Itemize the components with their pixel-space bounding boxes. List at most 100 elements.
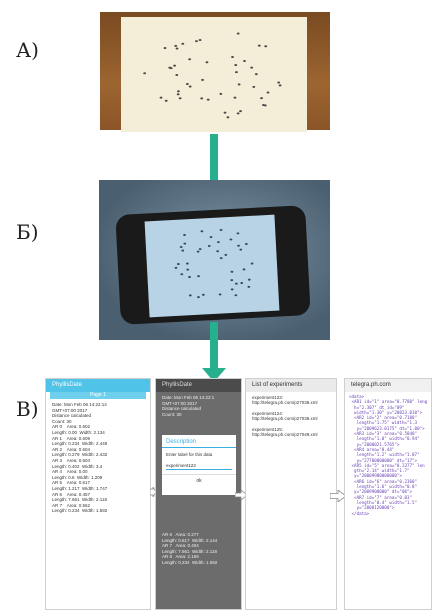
- seed-dot: [223, 111, 227, 114]
- app-screen-results: PhyllisDate Page 1 Date: Mon Feb 06 14:2…: [45, 378, 151, 610]
- seed-dot: [277, 81, 281, 84]
- description-dialog: Description Enter label for this data ex…: [162, 435, 236, 495]
- dialog-title: Description: [162, 435, 236, 448]
- xml-content: <data> <AR1 id="1" area="0.7780" leng h=…: [349, 394, 428, 516]
- seed-dot: [173, 64, 176, 67]
- seed-dot: [229, 238, 233, 241]
- seed-dot: [233, 96, 237, 99]
- seed-dot: [196, 250, 200, 253]
- seed-dot: [252, 85, 256, 88]
- ok-button[interactable]: ok: [162, 474, 236, 484]
- tab-page-1[interactable]: Page 1: [50, 392, 146, 399]
- seed-dot: [178, 97, 182, 100]
- seed-dot: [263, 104, 267, 107]
- arrow-shaft-b-c: [210, 322, 218, 368]
- seed-dot: [264, 45, 268, 48]
- seed-dot: [236, 232, 240, 235]
- seed-dot: [209, 236, 213, 239]
- experiment-link[interactable]: experiment123: http://telegra.ph.com/p27…: [252, 395, 318, 405]
- seed-dot: [181, 249, 185, 252]
- seed-dot: [176, 263, 180, 266]
- seed-dot: [234, 63, 238, 66]
- seed-dot: [240, 281, 244, 284]
- label-input[interactable]: experiment123: [166, 463, 232, 470]
- seed-dot: [219, 92, 223, 95]
- seed-dot: [197, 275, 200, 278]
- seed-dot: [230, 279, 234, 282]
- seed-dot: [250, 66, 254, 69]
- seed-dot: [174, 266, 178, 269]
- app-screen-experiment-list: List of experiments experiment123: http:…: [245, 378, 337, 610]
- seed-dot: [230, 288, 234, 291]
- seed-dot: [183, 242, 187, 245]
- seed-dot: [164, 99, 168, 102]
- app-title-bar-dim: PhyllisDate: [156, 379, 241, 392]
- seed-dot: [188, 294, 192, 297]
- small-arrow-3: [330, 490, 346, 502]
- seed-dot: [206, 98, 210, 101]
- small-arrow-1: [150, 487, 156, 497]
- seed-dot: [200, 230, 204, 233]
- experiment-link[interactable]: experiment125: http://telegra.ph.com/p27…: [252, 427, 318, 437]
- seed-dot: [234, 294, 238, 297]
- seed-dot: [230, 270, 234, 273]
- seed-dot: [168, 66, 172, 69]
- seed-dot: [185, 82, 189, 85]
- seed-dot: [235, 71, 238, 74]
- seed-dot: [239, 248, 243, 251]
- paper-sheet: [121, 17, 307, 132]
- seed-dot: [218, 293, 222, 296]
- experiment-link[interactable]: experiment124: http://telegra.ph.com/p27…: [252, 411, 318, 421]
- seed-dot: [237, 83, 241, 86]
- seed-dot: [219, 228, 223, 231]
- seed-dot: [176, 90, 180, 93]
- seed-dot: [219, 257, 223, 260]
- seed-dot: [260, 97, 263, 100]
- seed-dot: [216, 250, 220, 253]
- seed-dot: [234, 282, 238, 285]
- seed-dot: [200, 97, 204, 100]
- seed-dot: [188, 85, 192, 88]
- label-c: В): [16, 397, 39, 421]
- seed-dot: [224, 253, 228, 256]
- seed-dot: [242, 268, 246, 271]
- seed-dot: [159, 96, 163, 99]
- results-text-dim-top: Date: Mon Feb 06 14:22:1 GMT+07:00 2017 …: [162, 395, 215, 417]
- seed-dot: [201, 293, 205, 296]
- small-arrow-2: [235, 490, 247, 500]
- seed-dot: [179, 245, 183, 248]
- seed-dot: [198, 39, 202, 42]
- seed-dots: [143, 32, 282, 119]
- seed-dot: [278, 84, 282, 87]
- seed-dot: [163, 46, 167, 49]
- seed-dot: [205, 61, 209, 64]
- seed-dot: [257, 44, 261, 47]
- label-a: А): [16, 38, 39, 62]
- seed-dot: [247, 285, 251, 288]
- seed-dot: [174, 44, 178, 47]
- seed-dot: [201, 78, 204, 81]
- seed-dot: [188, 58, 192, 61]
- results-text: Date: Mon Feb 06 14:22:14 GMT+07:00 2017…: [52, 402, 108, 514]
- seed-dot: [250, 262, 254, 265]
- seed-dot: [195, 40, 198, 43]
- arrow-shaft-a-b: [210, 134, 218, 192]
- seed-dot: [188, 276, 191, 279]
- seed-dot: [217, 241, 220, 244]
- results-text-dim-bottom: AR 6 Area: 0.277 Length: 0.617 Width: 2.…: [162, 532, 218, 565]
- seed-dot: [197, 296, 200, 299]
- browser-screen-xml: telegra.ph.com <data> <AR1 id="1" area="…: [344, 378, 432, 610]
- seed-dot: [183, 234, 186, 237]
- seed-dot: [181, 42, 185, 45]
- seed-dot: [239, 110, 242, 113]
- seed-dot: [180, 273, 184, 276]
- seed-dot: [236, 32, 240, 35]
- seed-dot: [247, 278, 251, 281]
- label-b: Б): [16, 220, 39, 244]
- seed-dot: [175, 47, 179, 50]
- browser-address-bar[interactable]: telegra.ph.com: [345, 379, 431, 392]
- seed-dot: [243, 59, 246, 62]
- seed-dot: [176, 93, 180, 96]
- seed-dot: [254, 73, 258, 76]
- seed-dot: [226, 116, 230, 119]
